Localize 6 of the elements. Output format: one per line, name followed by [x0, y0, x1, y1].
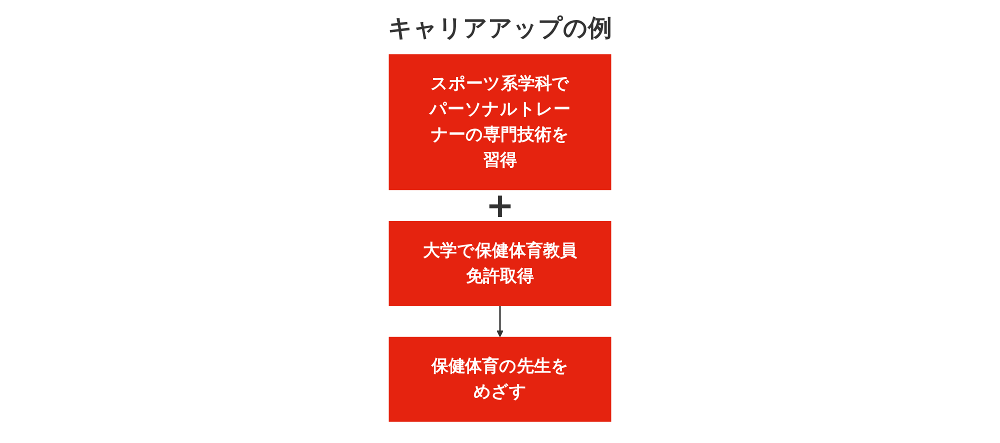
process-box: 大学で保健体育教員免許取得 — [388, 221, 612, 306]
arrow — [496, 306, 504, 338]
diagram-title: キャリアアップの例 — [388, 13, 612, 44]
process-box: スポーツ系学科でパーソナルトレーナーの専門技術を習得 — [388, 54, 612, 190]
plus-sign: + — [486, 188, 514, 223]
process-box: 保健体育の先生をめざす — [388, 336, 612, 422]
